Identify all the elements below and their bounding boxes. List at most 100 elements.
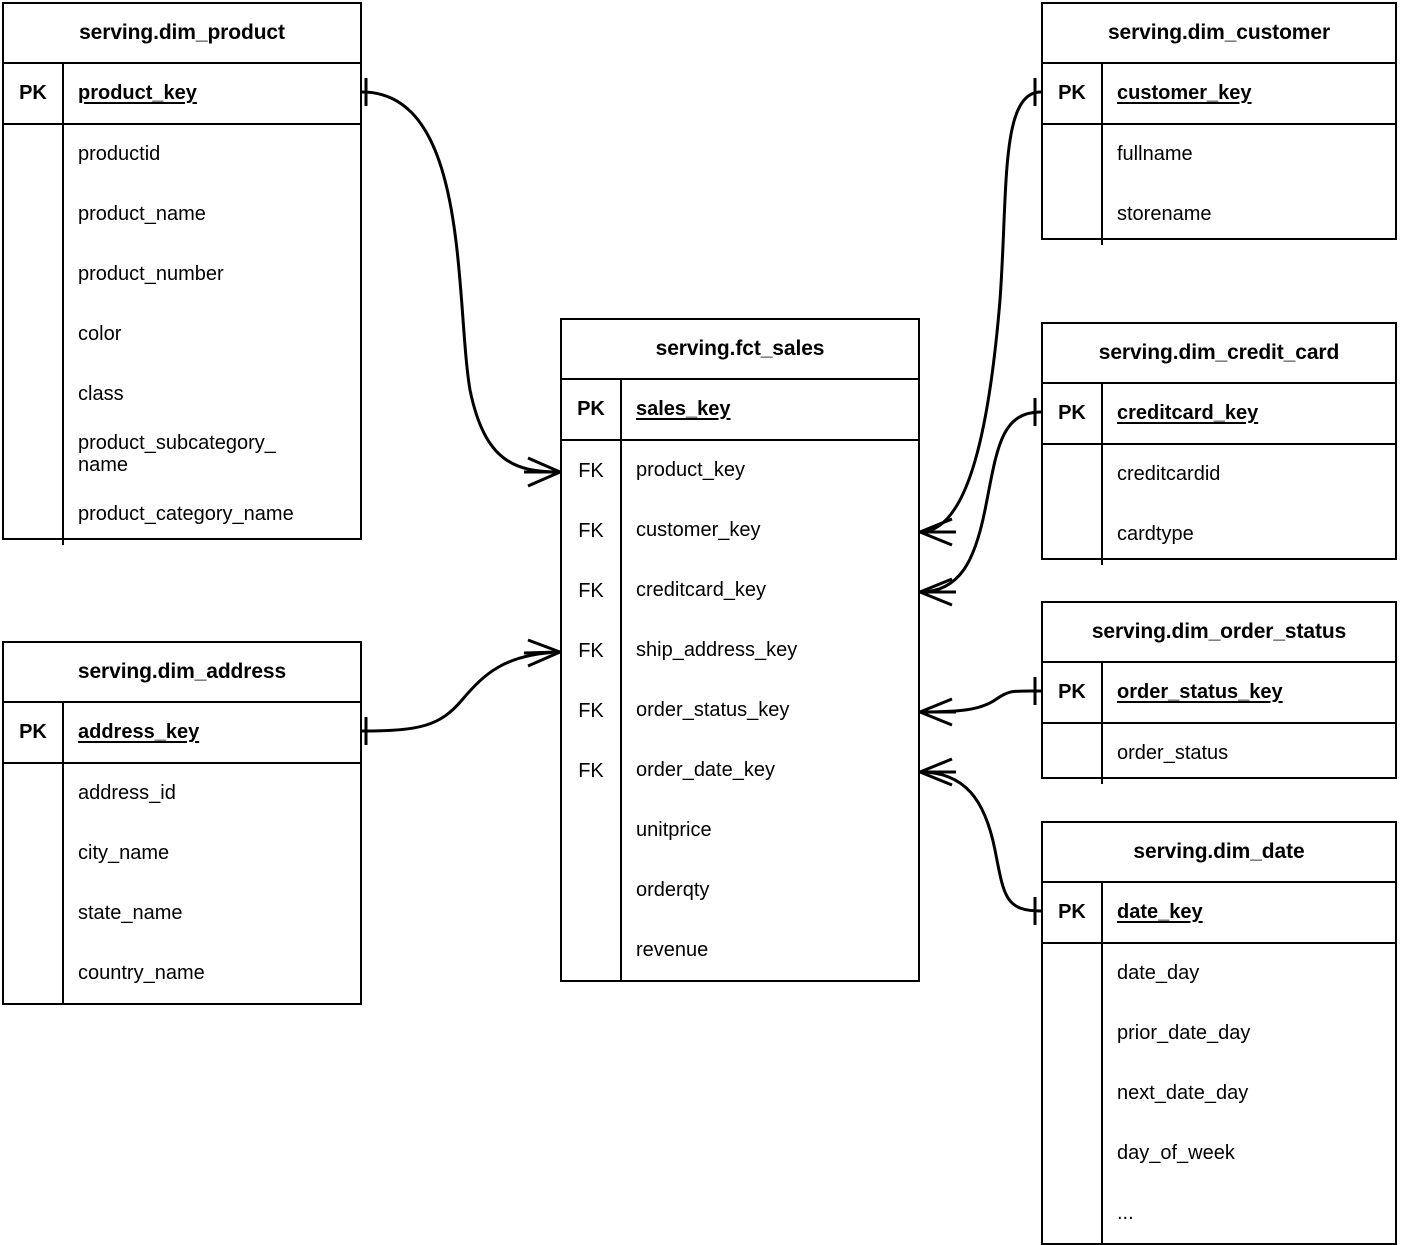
attribute-row: order_date_key <box>636 759 775 782</box>
attribute-body-dim-date: date_day prior_date_day next_date_day da… <box>1043 944 1395 1244</box>
attribute-row: class <box>78 383 124 406</box>
pk-row-dim-address: PK address_key <box>4 703 360 764</box>
attribute-row: creditcard_key <box>636 579 767 602</box>
entity-title-dim-product: serving.dim_product <box>4 4 360 64</box>
fk-label: FK <box>578 459 604 482</box>
attribute-name-column: address_id city_name state_name country_… <box>64 764 360 1004</box>
fk-label: FK <box>578 639 604 662</box>
attribute-row: product_number <box>78 263 224 286</box>
attribute-row: color <box>78 323 122 346</box>
entity-dim-credit-card[interactable]: serving.dim_credit_card PK creditcard_ke… <box>1041 322 1397 565</box>
pk-row-dim-product: PK product_key <box>4 64 360 125</box>
attribute-name-column: productid product_name product_number co… <box>64 125 360 545</box>
attribute-row: creditcardid <box>1117 463 1221 486</box>
entity-dim-address[interactable]: serving.dim_address PK address_key addre… <box>2 641 362 1005</box>
attribute-row: storename <box>1117 203 1212 226</box>
pk-row-dim-order-status: PK order_status_key <box>1043 663 1395 724</box>
attribute-name-column: order_status <box>1103 724 1395 784</box>
entity-title-dim-order-status: serving.dim_order_status <box>1043 603 1395 663</box>
pk-name: date_key <box>1117 901 1203 923</box>
pk-name: address_key <box>78 721 200 743</box>
attribute-row: country_name <box>78 962 205 985</box>
attribute-row: product_category_name <box>78 503 294 526</box>
fk-label: FK <box>578 519 604 542</box>
attr-key-blank <box>1043 724 1101 784</box>
attr-key-blank <box>4 944 62 1004</box>
attribute-key-column <box>1043 445 1103 565</box>
attribute-key-column <box>4 125 64 545</box>
attribute-row: product_key <box>636 459 745 482</box>
attribute-body-dim-order-status: order_status <box>1043 724 1395 784</box>
entity-title-dim-date: serving.dim_date <box>1043 823 1395 883</box>
attr-key-blank <box>1043 1124 1101 1184</box>
attribute-row: next_date_day <box>1117 1082 1249 1105</box>
attribute-row: order_status <box>1117 742 1229 765</box>
pk-label: PK <box>1043 64 1103 123</box>
entity-dim-order-status[interactable]: serving.dim_order_status PK order_status… <box>1041 601 1397 784</box>
attr-key-blank <box>1043 1064 1101 1124</box>
attribute-row: address_id <box>78 782 176 805</box>
attr-key-blank <box>4 185 62 245</box>
attribute-body-fct-sales: FK FK FK FK FK FK product_key customer_k… <box>562 441 918 981</box>
attr-key-blank <box>562 861 620 921</box>
attr-key-blank <box>4 245 62 305</box>
attr-key-blank <box>1043 944 1101 1004</box>
attr-key-blank <box>1043 505 1101 565</box>
attr-key-blank <box>1043 125 1101 185</box>
attribute-row: order_status_key <box>636 699 790 722</box>
attr-key-blank <box>4 824 62 884</box>
attr-key-blank <box>4 125 62 185</box>
crowsfoot-sales-address <box>523 638 561 668</box>
attribute-row: state_name <box>78 902 183 925</box>
attribute-name-column: product_key customer_key creditcard_key … <box>622 441 918 981</box>
attribute-key-column: FK FK FK FK FK FK <box>562 441 622 981</box>
pk-label: PK <box>1043 384 1103 443</box>
attribute-key-column <box>1043 125 1103 245</box>
attribute-row: day_of_week <box>1117 1142 1235 1165</box>
fk-label: FK <box>578 759 604 782</box>
attribute-key-column <box>1043 944 1103 1244</box>
edge-sales-to-date <box>919 770 1042 913</box>
entity-fct-sales[interactable]: serving.fct_sales PK sales_key FK FK FK … <box>560 318 920 982</box>
attribute-name-column: fullname storename <box>1103 125 1395 245</box>
attr-key-blank <box>4 884 62 944</box>
entity-title-dim-customer: serving.dim_customer <box>1043 4 1395 64</box>
attribute-name-column: date_day prior_date_day next_date_day da… <box>1103 944 1395 1244</box>
attribute-row: date_day <box>1117 962 1200 985</box>
attr-key-blank <box>1043 445 1101 505</box>
attr-key-blank <box>4 365 62 425</box>
pk-label: PK <box>1043 663 1103 722</box>
crowsfoot-sales-orderstatus <box>919 697 956 727</box>
attribute-row: unitprice <box>636 819 712 842</box>
pk-name: sales_key <box>636 398 731 420</box>
attr-key-blank <box>4 764 62 824</box>
attr-key-blank <box>4 305 62 365</box>
attribute-body-dim-customer: fullname storename <box>1043 125 1395 245</box>
attribute-name-column: creditcardid cardtype <box>1103 445 1395 565</box>
entity-dim-customer[interactable]: serving.dim_customer PK customer_key ful… <box>1041 2 1397 245</box>
edge-address-to-sales <box>361 650 561 733</box>
pk-name: creditcard_key <box>1117 402 1259 424</box>
attribute-row: customer_key <box>636 519 761 542</box>
attribute-row: revenue <box>636 939 709 962</box>
entity-title-fct-sales: serving.fct_sales <box>562 320 918 380</box>
attr-key-blank <box>1043 1184 1101 1244</box>
attr-key-blank <box>562 921 620 981</box>
crowsfoot-sales-date <box>919 757 956 787</box>
attr-key-blank <box>4 425 62 485</box>
crowsfoot-sales-creditcard <box>919 577 956 607</box>
fk-label: FK <box>578 699 604 722</box>
entity-dim-product[interactable]: serving.dim_product PK product_key produ… <box>2 2 362 545</box>
pk-label: PK <box>1043 883 1103 942</box>
pk-name: customer_key <box>1117 82 1252 104</box>
attribute-row: cardtype <box>1117 523 1194 546</box>
attribute-body-dim-address: address_id city_name state_name country_… <box>4 764 360 1004</box>
entity-dim-date[interactable]: serving.dim_date PK date_key date_day pr… <box>1041 821 1397 1245</box>
edge-sales-to-customer <box>919 90 1042 534</box>
edge-sales-to-orderstatus <box>919 689 1042 714</box>
crowsfoot-sales-customer <box>919 517 956 547</box>
fk-label: FK <box>578 579 604 602</box>
pk-row-dim-credit-card: PK creditcard_key <box>1043 384 1395 445</box>
pk-row-dim-customer: PK customer_key <box>1043 64 1395 125</box>
